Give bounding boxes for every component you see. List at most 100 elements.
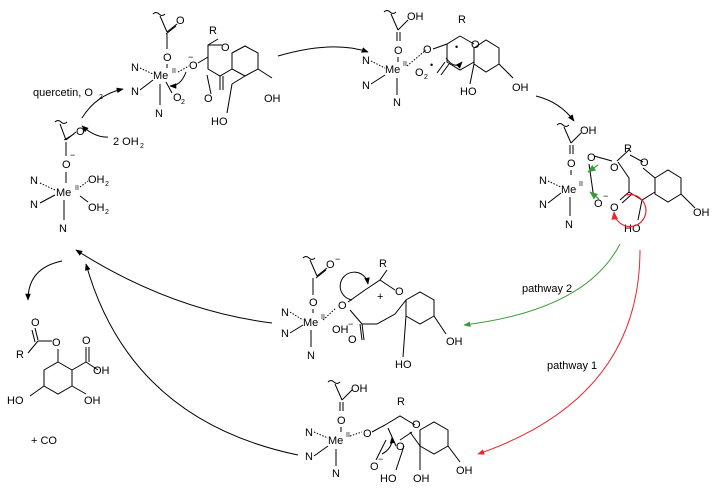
atom-label: − [188, 52, 193, 62]
atom-label: N [362, 80, 370, 92]
atom-label: II [321, 314, 325, 321]
n-ligand: N [59, 223, 67, 235]
atom-label: R [624, 143, 632, 155]
quercetin-complex: O O Me II N N O 2 N O − R O O HO OH [131, 12, 281, 128]
pathway-2-intermediate: O − O Me II N N N O OH − R + O O HO OH [281, 254, 463, 371]
atom-label: R [379, 258, 387, 270]
arrow-complex5-to-start [85, 263, 299, 456]
arrow-complex2-to-3 [535, 95, 575, 122]
metal-ox-state: II [75, 185, 79, 192]
atom-label: Me [303, 317, 318, 329]
atom-label: O [221, 42, 230, 54]
atom-label: O [163, 52, 172, 64]
atom-label: O [52, 337, 61, 349]
depside-product: O R O O OH OH HO + CO [7, 317, 110, 447]
atom-label: − [378, 454, 383, 464]
atom-label: O [567, 158, 576, 170]
atom-label: N [307, 350, 315, 362]
atom-label: O [610, 162, 619, 174]
atom-label: II [346, 432, 350, 439]
atom-label: II [579, 181, 583, 188]
atom-label: HO [380, 473, 397, 485]
atom-label: O [348, 334, 357, 346]
atom-label: − [335, 254, 340, 264]
superoxo-complex: OH O Me II N N N O O 2 • R O • HO OH [362, 10, 529, 109]
atom-label: O [370, 461, 379, 473]
aqua-ligand: OH [88, 202, 105, 214]
atom-label: O [173, 92, 182, 104]
pathway-2-label: pathway 2 [522, 283, 572, 295]
atom-label: O [363, 428, 372, 440]
atom-label: R [397, 396, 405, 408]
n-ligand: N [30, 199, 38, 211]
atom-label: O [337, 415, 346, 427]
pathway-2-arrow [463, 243, 621, 328]
atom-label: O [412, 419, 421, 431]
atom-label: N [332, 468, 340, 480]
atom-label: N [305, 427, 313, 439]
reagent-label: quercetin, O [33, 87, 93, 99]
atom-label: O [176, 15, 185, 27]
atom-label: HO [211, 116, 228, 128]
atom-label: R [209, 25, 217, 37]
atom-label: Me [385, 64, 400, 76]
atom-label: O [415, 67, 424, 79]
atom-label: N [281, 307, 289, 319]
atom-label: O [471, 39, 480, 51]
arrow-product-release [25, 260, 63, 301]
atom-label: O [396, 441, 405, 453]
atom-label: − [348, 319, 353, 329]
atom-label: N [281, 328, 289, 340]
pathway-1-arrow [477, 249, 641, 455]
atom-label: 2 [424, 74, 428, 81]
atom-label: II [403, 61, 407, 68]
atom-label: Me [561, 184, 576, 196]
atom-label: N [131, 86, 139, 98]
atom-label: OH [84, 395, 101, 407]
atom-label: O [594, 198, 603, 210]
atom-label: Me [328, 435, 343, 447]
atom-label: HO [460, 86, 477, 98]
arrow-complex4-to-start [75, 249, 273, 324]
atom-label: Me [153, 70, 168, 82]
atom-label: + [377, 291, 383, 303]
resting-complex: O O − Me II N N OH 2 OH 2 N [30, 120, 109, 235]
atom-label: N [131, 62, 139, 74]
atom-label: OH [413, 473, 430, 485]
atom-label: II [172, 68, 176, 75]
atom-label: O [610, 202, 619, 214]
water-release-arrow [81, 125, 109, 138]
atom-label: O [204, 93, 213, 105]
co-byproduct: + CO [31, 435, 57, 447]
pathway-1-label: pathway 1 [547, 360, 597, 372]
atom-label: OH [512, 82, 529, 94]
atom-label: OH [264, 93, 281, 105]
atom-label: HO [395, 359, 412, 371]
atom-label: OH [456, 465, 473, 477]
atom-label: O [326, 259, 335, 271]
atom-label: N [305, 451, 313, 463]
byproduct-label: 2 OH [113, 136, 139, 148]
atom-label: O [423, 44, 432, 56]
atom-label: N [539, 175, 547, 187]
endoperoxide-complex: OH O Me II N N N O O − O R O O HO OH [539, 123, 710, 235]
atom-label: R [458, 14, 466, 26]
atom-label: O [587, 152, 596, 164]
atom-label: N [362, 55, 370, 67]
atom-label: R [16, 349, 24, 361]
carboxylic-acid-label: OH [93, 365, 110, 377]
atom-label: OH [332, 324, 349, 336]
atom-label: 2 [181, 99, 185, 106]
atom-label: O [640, 157, 649, 169]
pathway-1-intermediate: OH O Me II N N N O O − R O O HO OH OH [305, 380, 473, 485]
atom-label: O [395, 286, 404, 298]
atom-label: 2 [140, 143, 144, 150]
atom-label: 2 [105, 181, 109, 188]
aqua-ligand: OH [88, 174, 105, 186]
atom-label: OH [693, 207, 710, 219]
atom-label: O [394, 45, 403, 57]
atom-label: O [31, 317, 40, 329]
n-ligand: N [30, 175, 38, 187]
atom-label: • [430, 60, 433, 70]
